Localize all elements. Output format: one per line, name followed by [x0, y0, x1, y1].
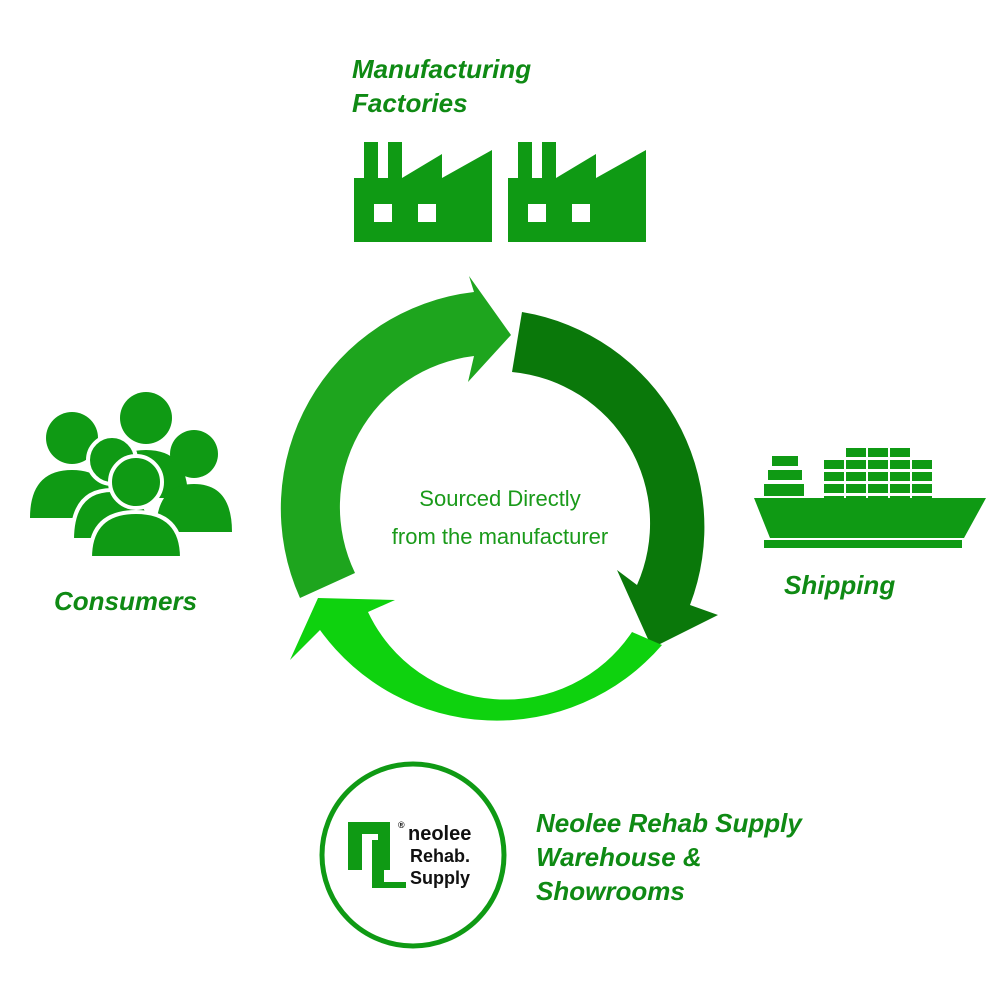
logo-line3: Supply — [410, 868, 470, 888]
center-caption-line1: Sourced Directly — [419, 486, 581, 511]
neolee-logo: ® neolee Rehab. Supply — [319, 761, 507, 949]
manufacturing-label-line1: Manufacturing — [352, 54, 532, 84]
arrow-factories-to-shipping — [512, 312, 718, 648]
warehouse-label-line2: Warehouse & — [536, 842, 702, 872]
shipping-label: Shipping — [784, 570, 896, 600]
logo-registered-mark: ® — [398, 820, 405, 830]
center-caption-line2: from the manufacturer — [391, 524, 609, 549]
center-caption: Sourced Directly from the manufacturer — [330, 480, 670, 556]
arrow-shipping-to-consumers — [290, 598, 662, 721]
logo-line2: Rehab. — [410, 846, 470, 866]
factory-icon — [354, 142, 492, 242]
cargo-ship-icon — [754, 448, 986, 548]
arrow-consumers-to-factories — [280, 276, 511, 598]
container-stack — [824, 448, 932, 503]
warehouse-label-line1: Neolee Rehab Supply — [536, 808, 802, 838]
manufacturing-label: Manufacturing Factories — [352, 52, 531, 120]
people-group-icon — [30, 392, 232, 560]
factory-icon — [508, 142, 646, 242]
factories-icon-group — [354, 142, 646, 242]
warehouse-label: Neolee Rehab Supply Warehouse & Showroom… — [536, 806, 802, 908]
manufacturing-label-line2: Factories — [352, 88, 468, 118]
neolee-logo-mark — [348, 822, 406, 888]
logo-line1: neolee — [408, 823, 471, 845]
consumers-label: Consumers — [54, 586, 198, 616]
warehouse-label-line3: Showrooms — [536, 876, 685, 906]
